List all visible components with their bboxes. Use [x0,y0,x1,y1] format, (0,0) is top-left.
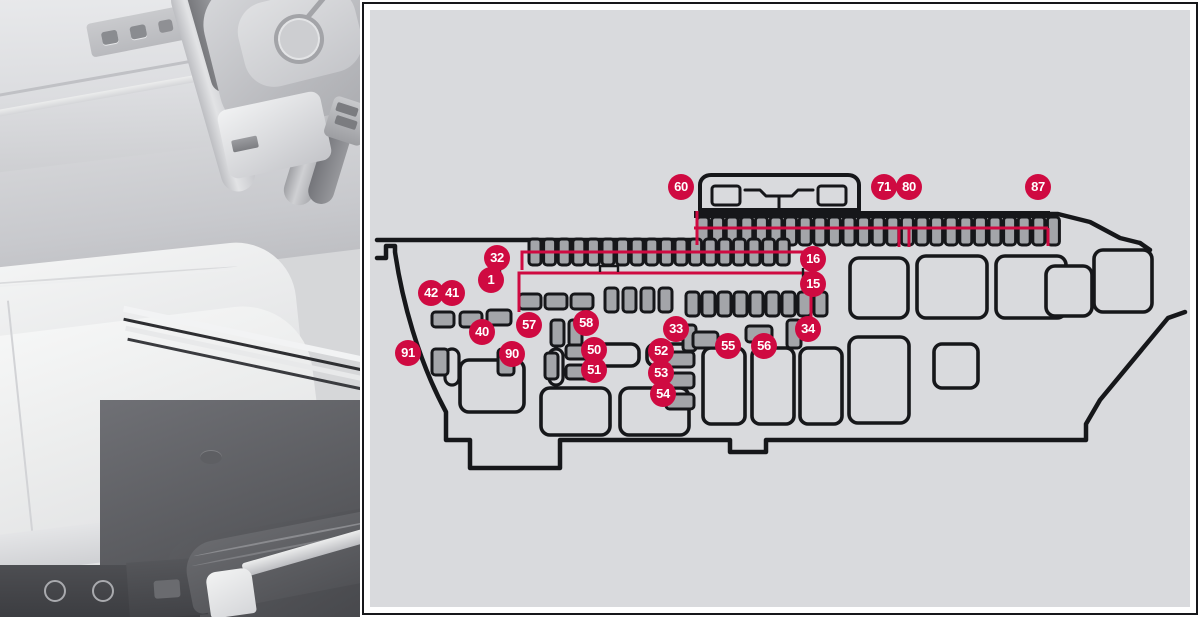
window-switch-icon [100,29,119,45]
fuse-slot[interactable] [716,290,733,318]
callout-badge-80[interactable]: 80 [896,174,922,200]
fuse-slot[interactable] [870,215,886,247]
fuse-slot[interactable] [430,310,456,329]
callout-badge-41[interactable]: 41 [439,280,465,306]
fuse-slot[interactable] [987,215,1003,247]
callout-badge-60[interactable]: 60 [668,174,694,200]
callout-badge-90[interactable]: 90 [499,341,525,367]
fuse-slot[interactable] [929,215,945,247]
floor-fixing-point [200,450,222,464]
fuse-slot[interactable] [764,290,781,318]
window-switch-icon [129,23,148,40]
fuse-slot[interactable] [639,286,656,314]
callout-badge-54[interactable]: 54 [650,381,676,407]
fuse-box-diagram [360,0,1200,617]
fuse-slot[interactable] [914,215,930,247]
fuse-slot[interactable] [684,290,701,318]
callout-badge-16[interactable]: 16 [800,246,826,272]
callout-badge-40[interactable]: 40 [469,319,495,345]
fuse-slot[interactable] [856,215,872,247]
fuse-slot[interactable] [748,290,765,318]
fuse-slot[interactable] [430,347,450,377]
fuse-slot[interactable] [700,290,717,318]
callout-badge-51[interactable]: 51 [581,357,607,383]
callout-badge-71[interactable]: 71 [871,174,897,200]
fuse-slot[interactable] [885,215,901,247]
fuse-slot[interactable] [549,318,566,348]
callout-badge-34[interactable]: 34 [795,316,821,342]
fuse-slot[interactable] [569,292,595,311]
console-round-button-icon [44,580,66,602]
fuse-slot[interactable] [972,215,988,247]
callout-badge-55[interactable]: 55 [715,333,741,359]
fuse-slot[interactable] [1016,215,1032,247]
fuse-slot[interactable] [485,308,513,327]
fuse-slot[interactable] [621,286,638,314]
callout-badge-52[interactable]: 52 [648,338,674,364]
console-square-button-icon [153,578,181,599]
callout-badge-58[interactable]: 58 [573,310,599,336]
callout-badge-56[interactable]: 56 [751,333,777,359]
fuse-slot[interactable] [543,292,569,311]
fuse-slot[interactable] [826,215,842,247]
car-interior-photo: 3 [0,0,360,617]
fuse-slot[interactable] [732,290,749,318]
callout-badge-91[interactable]: 91 [395,340,421,366]
fuse-slot[interactable] [517,292,543,311]
fuse-slot[interactable] [841,215,857,247]
callout-badge-32[interactable]: 32 [484,245,510,271]
fuse-slot[interactable] [543,351,560,381]
fuse-slot[interactable] [958,215,974,247]
fuse-slot[interactable] [603,286,620,314]
fuse-slot[interactable] [943,215,959,247]
console-round-button-icon [92,580,114,602]
window-switch-icon [157,18,174,34]
fuse-slot[interactable] [657,286,674,314]
callout-badge-15[interactable]: 15 [800,271,826,297]
fuse-slot[interactable] [1031,215,1047,247]
fuse-slot[interactable] [812,215,828,247]
fuse-slot[interactable] [1002,215,1018,247]
callout-badge-57[interactable]: 57 [516,312,542,338]
callout-badge-1[interactable]: 1 [478,267,504,293]
fuse-slot[interactable] [780,290,797,318]
fuse-slot[interactable] [797,215,813,247]
callout-badge-33[interactable]: 33 [663,316,689,342]
fuse-slot[interactable] [899,215,915,247]
diagram-panel-border [362,2,1198,615]
console-white-trim [205,567,257,617]
callout-badge-87[interactable]: 87 [1025,174,1051,200]
